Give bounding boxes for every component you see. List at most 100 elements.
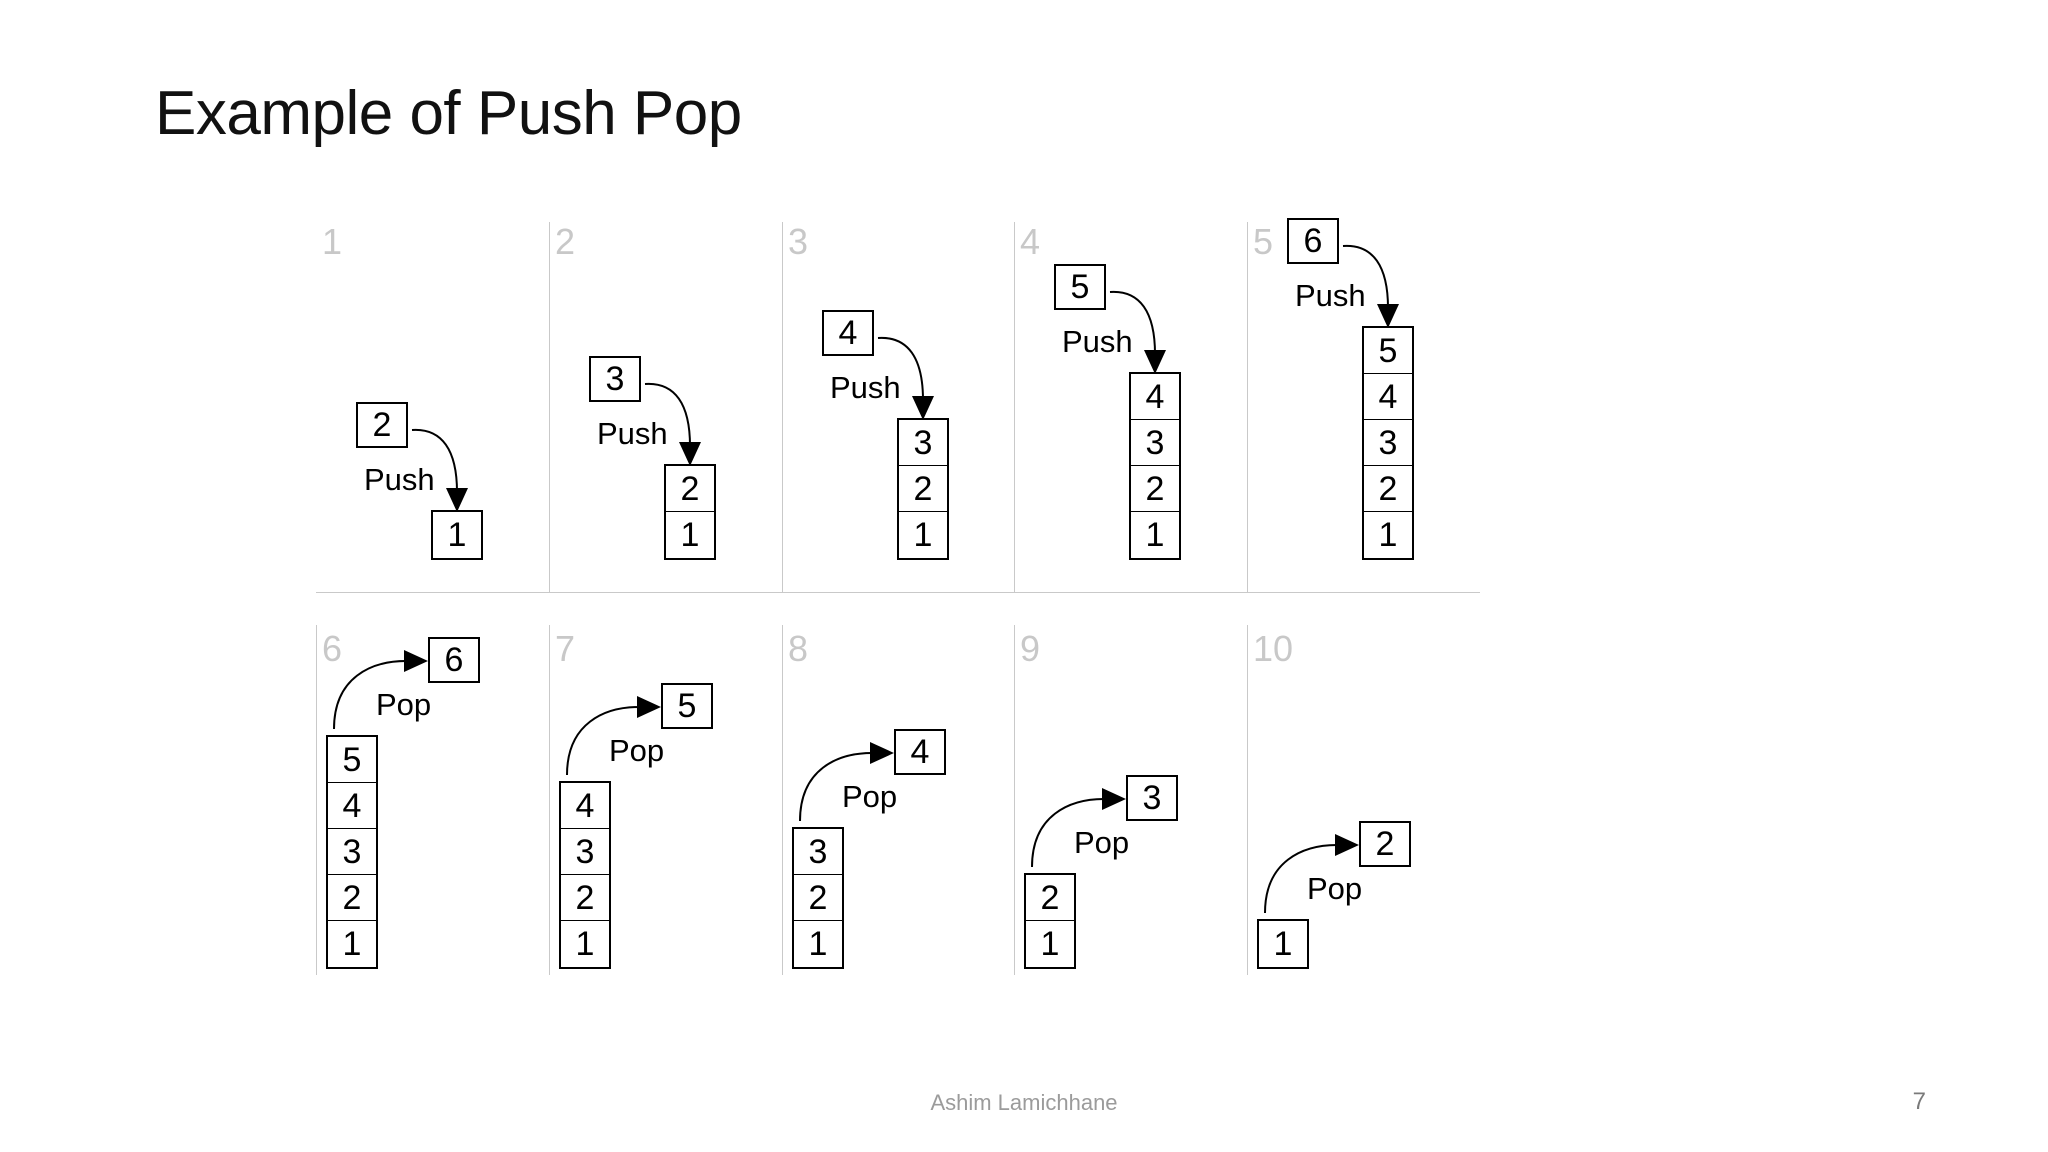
operand-box: 6 [1287, 218, 1339, 264]
push-arrow-icon [644, 382, 701, 466]
push-arrow-icon [877, 336, 934, 420]
operand-box: 4 [894, 729, 946, 775]
grid-divider-vertical [549, 222, 550, 592]
operation-label: Pop [609, 733, 665, 768]
stack-cell: 3 [1131, 420, 1179, 466]
operation-label: Push [1062, 324, 1133, 359]
grid-divider-vertical [782, 625, 783, 975]
operand-box: 2 [356, 402, 408, 448]
operation-label: Push [830, 370, 901, 405]
page-title: Example of Push Pop [155, 79, 742, 148]
panel-number: 3 [788, 221, 809, 262]
stack-cell-top: 1 [1273, 925, 1293, 963]
stack-cell-top: 5 [1364, 328, 1412, 374]
panel-number: 2 [555, 221, 576, 262]
operation-label: Pop [842, 779, 898, 814]
push-arrow-icon [1342, 244, 1399, 328]
stack-cell: 2 [1131, 466, 1179, 512]
grid-divider-vertical [316, 625, 317, 975]
stack-cell: 1 [342, 925, 362, 963]
pop-arrow-icon [1264, 834, 1359, 914]
grid-divider-vertical [1014, 625, 1015, 975]
grid-divider-horizontal [316, 592, 1480, 593]
page-number: 7 [1912, 1088, 1926, 1115]
pop-arrow-icon [1031, 788, 1126, 868]
stack-cell: 4 [328, 783, 376, 829]
panel-number: 1 [322, 221, 343, 262]
stack-cell: 2 [1364, 466, 1412, 512]
operation-label: Push [364, 462, 435, 497]
stack-cell: 3 [561, 829, 609, 875]
stack-cell: 1 [1145, 516, 1165, 554]
panel-number: 10 [1253, 628, 1294, 669]
operand-box: 5 [1054, 264, 1106, 310]
stack-column: 1 [1257, 919, 1309, 969]
stack-cell-top: 2 [1026, 875, 1074, 921]
operation-label: Push [597, 416, 668, 451]
operand-box: 4 [822, 310, 874, 356]
stack-cell-top: 3 [899, 420, 947, 466]
operand-box: 2 [1359, 821, 1411, 867]
stack-cell-top: 5 [328, 737, 376, 783]
operand-box: 3 [589, 356, 641, 402]
operand-box: 3 [1126, 775, 1178, 821]
operand-box: 5 [661, 683, 713, 729]
stack-cell: 2 [899, 466, 947, 512]
stack-cell: 3 [1364, 420, 1412, 466]
stack-cell-top: 4 [1131, 374, 1179, 420]
stack-cell-top: 1 [447, 516, 467, 554]
push-arrow-icon [1109, 290, 1166, 374]
stack-cell: 1 [913, 516, 933, 554]
operation-label: Pop [1307, 871, 1363, 906]
stack-cell: 1 [1378, 516, 1398, 554]
operation-label: Pop [376, 687, 432, 722]
push-arrow-icon [411, 428, 468, 512]
pop-arrow-icon [566, 696, 661, 776]
panel-number: 4 [1020, 221, 1041, 262]
stack-cell: 2 [561, 875, 609, 921]
panel-number: 7 [555, 628, 576, 669]
panel-number: 9 [1020, 628, 1041, 669]
operand-box: 6 [428, 637, 480, 683]
stack-column: 1 [431, 510, 483, 560]
grid-divider-vertical [1014, 222, 1015, 592]
stack-cell: 1 [575, 925, 595, 963]
panel-number: 8 [788, 628, 809, 669]
stack-cell: 2 [328, 875, 376, 921]
operation-label: Pop [1074, 825, 1130, 860]
grid-divider-vertical [782, 222, 783, 592]
pop-arrow-icon [333, 650, 428, 730]
operation-label: Push [1295, 278, 1366, 313]
grid-divider-vertical [549, 625, 550, 975]
stack-cell: 3 [328, 829, 376, 875]
pop-arrow-icon [799, 742, 894, 822]
stack-cell-top: 2 [666, 466, 714, 512]
panel-number: 6 [322, 628, 343, 669]
grid-divider-vertical [1247, 222, 1248, 592]
stack-cell: 2 [794, 875, 842, 921]
panel-number: 5 [1253, 221, 1274, 262]
footer-author: Ashim Lamichhane [930, 1090, 1118, 1115]
stack-cell: 1 [680, 516, 700, 554]
stack-cell-top: 4 [561, 783, 609, 829]
stack-cell: 4 [1364, 374, 1412, 420]
